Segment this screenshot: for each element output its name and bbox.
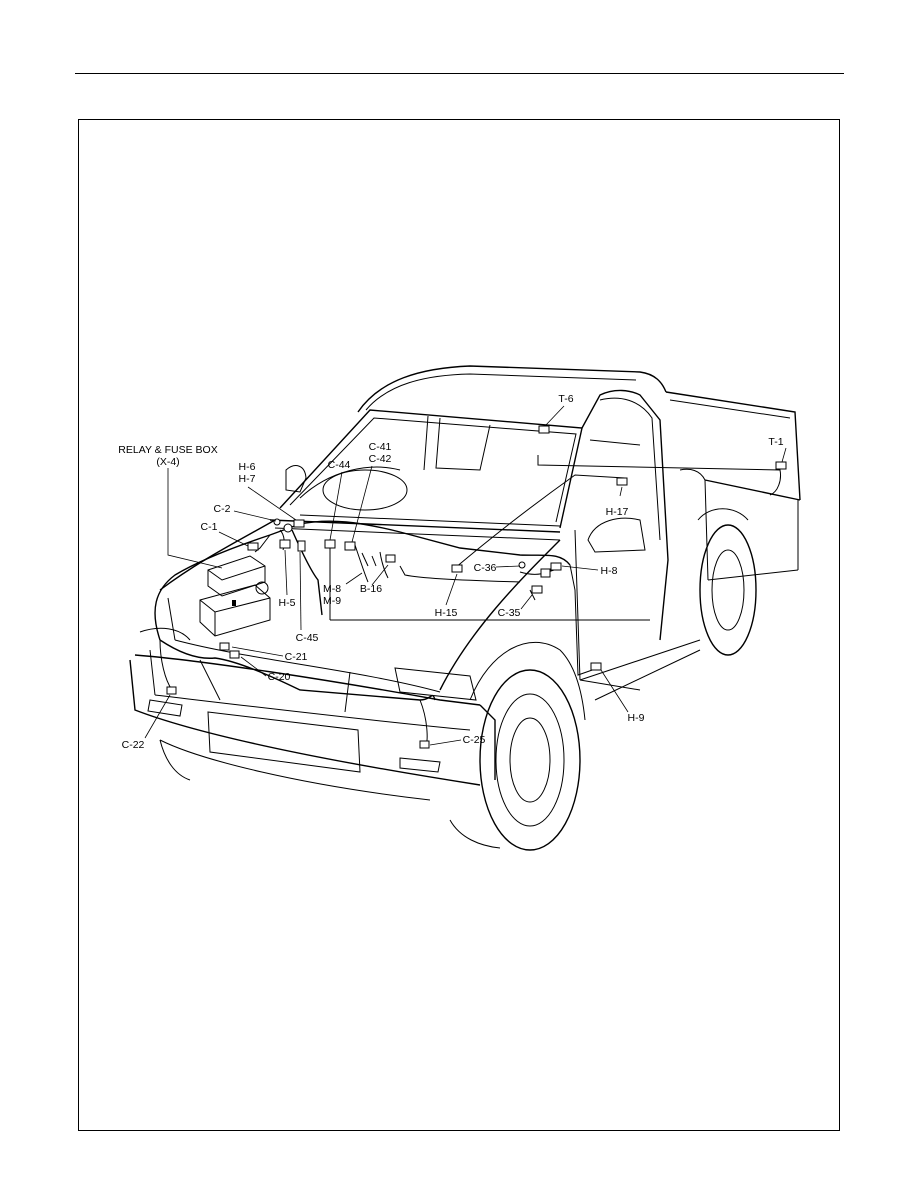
label-c20: C-20 (268, 671, 291, 683)
label-c35: C-35 (498, 607, 521, 619)
label-h17: H-17 (606, 506, 629, 518)
connectors (166, 425, 787, 749)
label-c42: C-42 (369, 453, 392, 465)
label-h8: H-8 (601, 565, 618, 577)
label-c41: C-41 (369, 441, 392, 453)
figure-frame (78, 119, 840, 1131)
label-m9: M-9 (323, 595, 341, 607)
label-t1: T-1 (768, 436, 783, 448)
label-c21: C-21 (285, 651, 308, 663)
label-c36: C-36 (474, 562, 497, 574)
label-h5: H-5 (279, 597, 296, 609)
label-h15: H-15 (435, 607, 458, 619)
label-h9: H-9 (628, 712, 645, 724)
label-c2: C-2 (214, 503, 231, 515)
callout-labels: RELAY & FUSE BOX (X-4) T-6 T-1 C-41 C-42… (118, 393, 783, 751)
label-h7: H-7 (239, 473, 256, 485)
label-c22: C-22 (122, 739, 145, 751)
label-b16: B-16 (360, 583, 382, 595)
label-relay-fuse-box-code: (X-4) (156, 456, 179, 468)
leader-lines (144, 405, 787, 746)
wiring-harness (154, 455, 781, 746)
label-c25: C-25 (463, 734, 486, 746)
label-relay-fuse-box: RELAY & FUSE BOX (118, 444, 217, 456)
label-c1: C-1 (201, 521, 218, 533)
label-c44: C-44 (328, 459, 351, 471)
label-t6: T-6 (558, 393, 573, 405)
label-c45: C-45 (296, 632, 319, 644)
label-h6: H-6 (239, 461, 256, 473)
label-m8: M-8 (323, 583, 341, 595)
header-rule (75, 73, 844, 74)
truck-body-outline (129, 365, 801, 851)
